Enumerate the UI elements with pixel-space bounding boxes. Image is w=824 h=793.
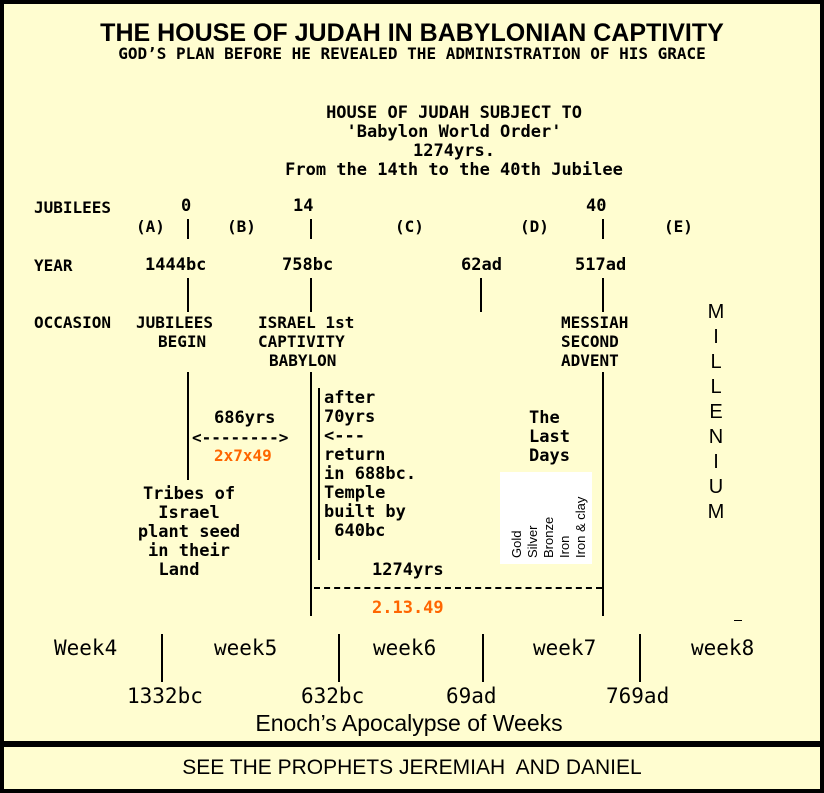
millenium-letter: L [710, 351, 722, 373]
millenium-letter: L [710, 376, 722, 398]
return-note-2: 70yrs [324, 407, 376, 427]
return-note-5: in 688bc. [324, 464, 417, 484]
span-a-code: 2x7x49 [214, 446, 272, 465]
line-jubilee-40-main [602, 372, 604, 616]
occasion-israel-1: ISRAEL 1st [258, 313, 355, 332]
return-note-3: <--- [324, 426, 365, 446]
millenium-letter: I [713, 451, 719, 473]
year-517ad: 517ad [575, 255, 627, 275]
span-a-arrow: <--------> [192, 428, 289, 447]
last-days-2: Last [529, 427, 570, 447]
jubilee-14-tick [310, 219, 312, 239]
period-c: (C) [395, 217, 424, 236]
millenium-letter: M [707, 501, 725, 523]
millenium-letter: E [709, 401, 723, 423]
occasion-messiah-2: SECOND [561, 332, 619, 351]
last-days-3: Days [529, 446, 570, 466]
header-line-4: From the 14th to the 40th Jubilee [285, 160, 623, 180]
metal-iron: Iron [557, 535, 572, 558]
line-jubilee-14-inner [318, 388, 320, 560]
week-divider-1 [161, 634, 163, 682]
period-b: (B) [227, 217, 256, 236]
tribes-note-1: Tribes of [142, 484, 236, 504]
header-line-2: 'Babylon World Order' [346, 122, 562, 142]
enoch-caption: Enoch’s Apocalypse of Weeks [255, 710, 563, 736]
week-5: week5 [214, 636, 278, 660]
period-d: (D) [520, 217, 549, 236]
span-main-dashed-line [314, 587, 602, 589]
week-year-632bc: 632bc [301, 684, 365, 708]
header-line-1: HOUSE OF JUDAH SUBJECT TO [326, 103, 582, 123]
span-main-years: 1274yrs [372, 560, 444, 580]
millenium-label: M I L L E N I U M [704, 300, 728, 525]
jubilees-row-label: JUBILEES [34, 198, 112, 217]
jubilee-40-tick [602, 219, 604, 239]
return-note-7: built by [324, 502, 406, 522]
line-758bc-upper [310, 278, 312, 312]
return-note-8: 640bc [324, 521, 386, 541]
period-e: (E) [664, 217, 693, 236]
occasion-israel-2: CAPTIVITY [258, 332, 345, 351]
return-note-4: return [324, 445, 386, 465]
week-8: week8 [691, 636, 755, 660]
millenium-letter: U [708, 476, 724, 498]
millenium-letter: M [707, 301, 725, 323]
footer-panel: SEE THE PROPHETS JEREMIAH AND DANIEL [4, 747, 820, 789]
week-divider-2 [338, 634, 340, 682]
jubilee-40: 40 [586, 196, 607, 216]
year-758bc: 758bc [282, 255, 334, 275]
tribes-note-4: in their [148, 541, 230, 561]
occasion-jubilees-begin-1: JUBILEES [136, 313, 214, 332]
line-jubilee-14-main [310, 372, 312, 616]
header-line-3: 1274yrs. [413, 141, 495, 161]
year-row-label: YEAR [34, 256, 73, 275]
millenium-letter: N [708, 426, 724, 448]
diagram-panel: THE HOUSE OF JUDAH IN BABYLONIAN CAPTIVI… [4, 4, 820, 741]
week-6: week6 [373, 636, 437, 660]
metal-bronze: Bronze [541, 516, 556, 558]
return-note-6: Temple [324, 483, 386, 503]
tribes-note-5: Land [158, 560, 200, 580]
week-7: week7 [533, 636, 597, 660]
line-62ad [480, 278, 482, 312]
span-a-years: 686yrs [214, 408, 276, 428]
week-divider-4 [639, 634, 641, 682]
jubilee-14: 14 [293, 196, 314, 216]
week-4: Week4 [54, 636, 118, 660]
millenium-letter: I [713, 326, 719, 348]
diagram-title: THE HOUSE OF JUDAH IN BABYLONIAN CAPTIVI… [100, 19, 724, 47]
occasion-messiah-1: MESSIAH [561, 313, 629, 332]
last-days-1: The [529, 408, 560, 428]
tribes-note-2: Israel [158, 503, 220, 523]
jubilee-0: 0 [181, 196, 192, 216]
footer-text: SEE THE PROPHETS JEREMIAH AND DANIEL [182, 756, 642, 779]
jubilee-0-tick [187, 219, 189, 239]
year-62ad: 62ad [461, 255, 502, 275]
week-year-769ad: 769ad [606, 684, 670, 708]
week-year-1332bc: 1332bc [127, 684, 203, 708]
span-main-code: 2.13.49 [372, 598, 444, 618]
line-517ad-upper [602, 278, 604, 312]
occasion-israel-3: BABYLON [269, 351, 337, 370]
occasion-jubilees-begin-2: BEGIN [158, 332, 207, 351]
return-note-1: after [324, 388, 376, 408]
metals-box: Gold Silver Bronze Iron Iron & clay [500, 472, 592, 564]
metal-silver: Silver [525, 525, 540, 558]
diagram-subtitle: GOD’S PLAN BEFORE HE REVEALED THE ADMINI… [118, 44, 706, 63]
period-a: (A) [136, 217, 165, 236]
dash-mark [734, 620, 742, 621]
metal-gold: Gold [509, 530, 524, 558]
week-year-69ad: 69ad [446, 684, 497, 708]
metal-iron-clay: Iron & clay [573, 496, 588, 558]
line-1444bc-upper [187, 278, 189, 312]
occasion-messiah-3: ADVENT [561, 351, 619, 370]
tribes-note-3: plant seed [137, 522, 241, 542]
week-divider-3 [482, 634, 484, 682]
year-1444bc: 1444bc [145, 255, 207, 275]
occasion-row-label: OCCASION [34, 313, 112, 332]
line-jubilee-0-main [187, 372, 189, 480]
